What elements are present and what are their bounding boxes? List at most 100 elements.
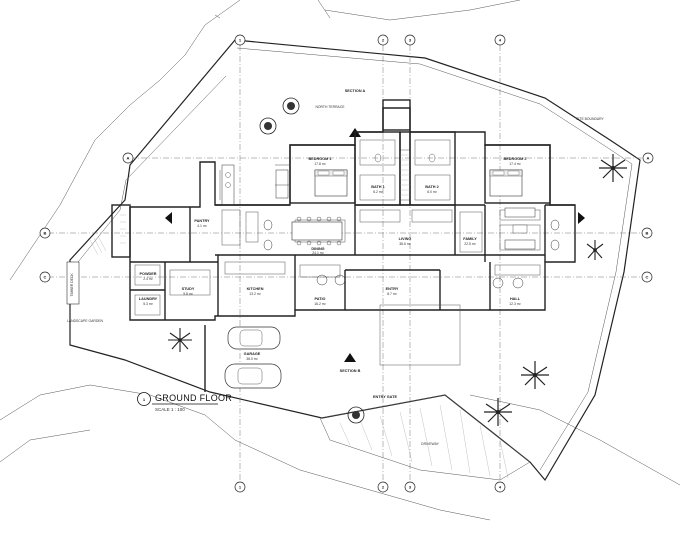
grid-bubble: 4 (494, 481, 506, 493)
svg-text:17.8 m²: 17.8 m² (314, 162, 326, 166)
bed-icon (489, 169, 523, 197)
svg-text:PATIO: PATIO (314, 297, 325, 301)
tree-icon (282, 97, 300, 115)
svg-text:FAMILY: FAMILY (463, 237, 477, 241)
svg-text:BATH 1: BATH 1 (371, 185, 384, 189)
svg-text:C: C (646, 275, 649, 280)
svg-text:LANDSCAPE GARDEN: LANDSCAPE GARDEN (67, 319, 104, 323)
title-number-bubble (137, 392, 151, 406)
section-arrow-right (578, 212, 585, 224)
grid-markers-top: 1 2 3 4 (234, 34, 506, 46)
grid-markers-left: A B C (39, 152, 134, 283)
grid-bubble: C (641, 271, 653, 283)
svg-text:4: 4 (499, 38, 502, 43)
svg-text:8.7 m²: 8.7 m² (387, 292, 397, 296)
room-label: PATIO 16.2 m² (314, 297, 326, 306)
armchair-icon (316, 274, 524, 289)
room-label: HALL 12.3 m² (509, 297, 521, 306)
svg-text:6.2 m²: 6.2 m² (373, 190, 383, 194)
car-icon (227, 326, 281, 350)
svg-text:3: 3 (409, 38, 412, 43)
room-label: BATH 1 6.2 m² (371, 185, 384, 194)
room-label: BEDROOM 1 17.8 m² (309, 157, 332, 166)
palm-icon (586, 240, 604, 260)
svg-text:BEDROOM 1: BEDROOM 1 (309, 157, 332, 161)
kitchen-counter-icon (221, 164, 289, 206)
svg-text:1: 1 (239, 38, 242, 43)
svg-text:22.5 m²: 22.5 m² (464, 242, 476, 246)
grid-bubble: 3 (404, 34, 416, 46)
tree-icon (259, 117, 277, 135)
svg-text:6.0 m²: 6.0 m² (427, 190, 437, 194)
svg-text:PANTRY: PANTRY (194, 219, 210, 223)
svg-text:2: 2 (382, 38, 385, 43)
grid-bubble: A (642, 152, 654, 164)
driveway-hatch: ENTRY GATE DRIVEWAY (319, 394, 531, 481)
svg-text:38.0 m²: 38.0 m² (246, 357, 258, 361)
drawing-scale: SCALE 1 : 100 (155, 407, 185, 412)
svg-text:BATH 2: BATH 2 (425, 185, 438, 189)
svg-text:SECTION A: SECTION A (345, 89, 366, 93)
title-number: 1 (143, 397, 146, 402)
svg-text:13.2 m²: 13.2 m² (249, 292, 261, 296)
landscape-trees (168, 97, 627, 426)
palm-icon (484, 398, 512, 426)
svg-text:STUDY: STUDY (182, 287, 195, 291)
svg-text:NORTH TERRACE: NORTH TERRACE (315, 105, 345, 109)
svg-text:4.1 m²: 4.1 m² (197, 224, 207, 228)
svg-text:B: B (646, 231, 649, 236)
bed-icon (314, 169, 348, 197)
car-icon (224, 363, 282, 389)
svg-text:B: B (44, 231, 47, 236)
toilet-icon (263, 153, 560, 251)
site-context (0, 0, 680, 521)
svg-text:16.2 m²: 16.2 m² (314, 302, 326, 306)
svg-text:4: 4 (499, 485, 502, 490)
svg-text:POWDER: POWDER (139, 272, 156, 276)
palm-icon (599, 154, 627, 182)
section-arrow-bottom (344, 353, 356, 362)
svg-text:LAUNDRY: LAUNDRY (139, 297, 158, 301)
svg-text:BEDROOM 2: BEDROOM 2 (504, 157, 527, 161)
palm-icon (521, 361, 549, 389)
svg-text:3: 3 (409, 485, 412, 490)
grid-bubble: 1 (234, 481, 246, 493)
drawing-title-text: GROUND FLOOR (155, 393, 232, 403)
room-label: FAMILY 22.5 m² (463, 237, 477, 246)
room-label: LAUNDRY 5.3 m² (139, 297, 158, 306)
room-label: DINING 24.1 m² (311, 247, 324, 255)
svg-text:A: A (127, 156, 130, 161)
misc-annotations: NORTH TERRACE SITE BOUNDARY (315, 105, 604, 121)
room-label: POWDER 2.4 m² (139, 272, 156, 281)
grid-bubble: B (641, 227, 653, 239)
svg-text:SITE BOUNDARY: SITE BOUNDARY (576, 117, 604, 121)
section-markers: SECTION A SECTION B (165, 89, 585, 373)
grid-markers-bottom: 1 2 3 4 (234, 481, 506, 493)
room-label: LIVING 38.6 m² (399, 237, 412, 246)
svg-text:2: 2 (382, 485, 385, 490)
svg-text:24.1 m²: 24.1 m² (312, 251, 324, 255)
deck: TIMBER DECK LANDSCAPE GARDEN (66, 214, 126, 323)
grid-bubble: B (39, 227, 51, 239)
grid-bubble: C (39, 271, 51, 283)
room-label: GARAGE 38.0 m² (244, 352, 261, 361)
drawing-title: 1 GROUND FLOOR SCALE 1 : 100 (137, 392, 232, 412)
grid-bubble: A (122, 152, 134, 164)
room-label: ENTRY 8.7 m² (386, 287, 399, 296)
svg-text:C: C (44, 275, 47, 280)
svg-text:GARAGE: GARAGE (244, 352, 261, 356)
svg-text:1: 1 (239, 485, 242, 490)
svg-text:38.6 m²: 38.6 m² (399, 242, 411, 246)
svg-text:17.4 m²: 17.4 m² (509, 162, 521, 166)
tree-icon (347, 406, 365, 424)
furniture (221, 149, 560, 289)
room-label: KITCHEN 13.2 m² (247, 287, 264, 296)
garage (204, 325, 282, 392)
svg-text:A: A (647, 156, 650, 161)
svg-text:DINING: DINING (311, 247, 324, 251)
dining-table-icon (291, 216, 343, 246)
grid-bubble: 4 (494, 34, 506, 46)
svg-text:ENTRY: ENTRY (386, 287, 399, 291)
svg-text:DRIVEWAY: DRIVEWAY (421, 442, 439, 446)
